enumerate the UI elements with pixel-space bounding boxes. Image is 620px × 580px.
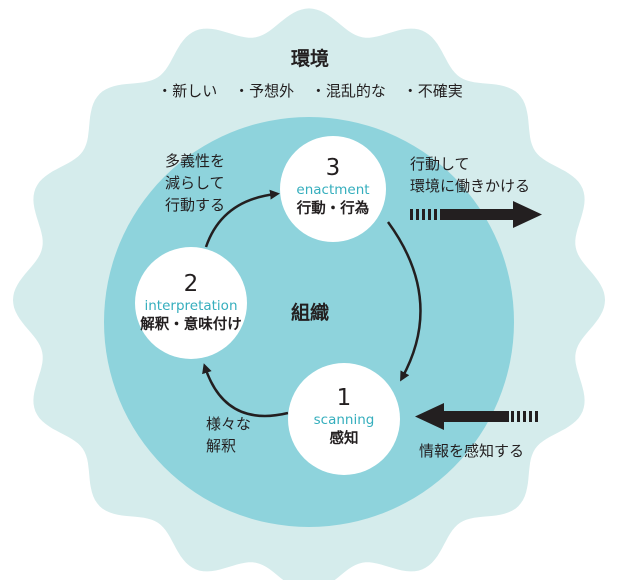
incoming-arrow: [415, 403, 538, 430]
outgoing-arrow: [410, 201, 542, 228]
note-line: 減らして: [165, 174, 225, 192]
environment-attribute: ・新しい: [157, 82, 218, 100]
environment-title: 環境: [290, 48, 329, 70]
note-line: 多義性を: [165, 152, 226, 170]
step-number: 2: [183, 271, 199, 297]
step-english-label: enactment: [296, 182, 370, 198]
step-japanese-label: 感知: [329, 431, 359, 447]
step-enactment-node: 3 enactment 行動・行為: [280, 136, 386, 242]
arrow-interpretation-to-enactment: [204, 189, 280, 248]
arrow-scanning-to-interpretation: [202, 363, 289, 418]
environment-attribute: ・予想外: [234, 82, 295, 100]
note-reduce-ambiguity: 多義性を 減らして 行動する: [165, 150, 225, 216]
step-number: 1: [336, 385, 352, 411]
note-line: 解釈: [206, 437, 237, 455]
note-line: 様々な: [206, 415, 252, 433]
note-act-on-environment: 行動して 環境に働きかける: [410, 153, 530, 197]
step-japanese-label: 行動・行為: [296, 201, 370, 217]
note-line: 環境に働きかける: [410, 177, 531, 195]
environment-attributes: ・新しい ・予想外 ・混乱的な ・不確実: [0, 80, 620, 101]
step-english-label: scanning: [313, 412, 375, 428]
organization-label: 組織: [290, 302, 329, 324]
step-japanese-label: 解釈・意味付け: [140, 317, 242, 333]
note-sense-information: 情報を感知する: [419, 442, 525, 460]
environment-attribute: ・不確実: [402, 82, 463, 100]
step-english-label: interpretation: [144, 298, 238, 314]
step-scanning-node: 1 scanning 感知: [288, 363, 400, 475]
environment-attribute: ・混乱的な: [310, 82, 386, 100]
note-line: 行動する: [165, 196, 226, 214]
step-interpretation-node: 2 interpretation 解釈・意味付け: [135, 247, 247, 359]
step-number: 3: [325, 155, 341, 181]
note-various-interpretations: 様々な 解釈: [206, 413, 251, 457]
note-line: 行動して: [410, 155, 470, 173]
arrow-enactment-to-scanning: [386, 221, 422, 382]
